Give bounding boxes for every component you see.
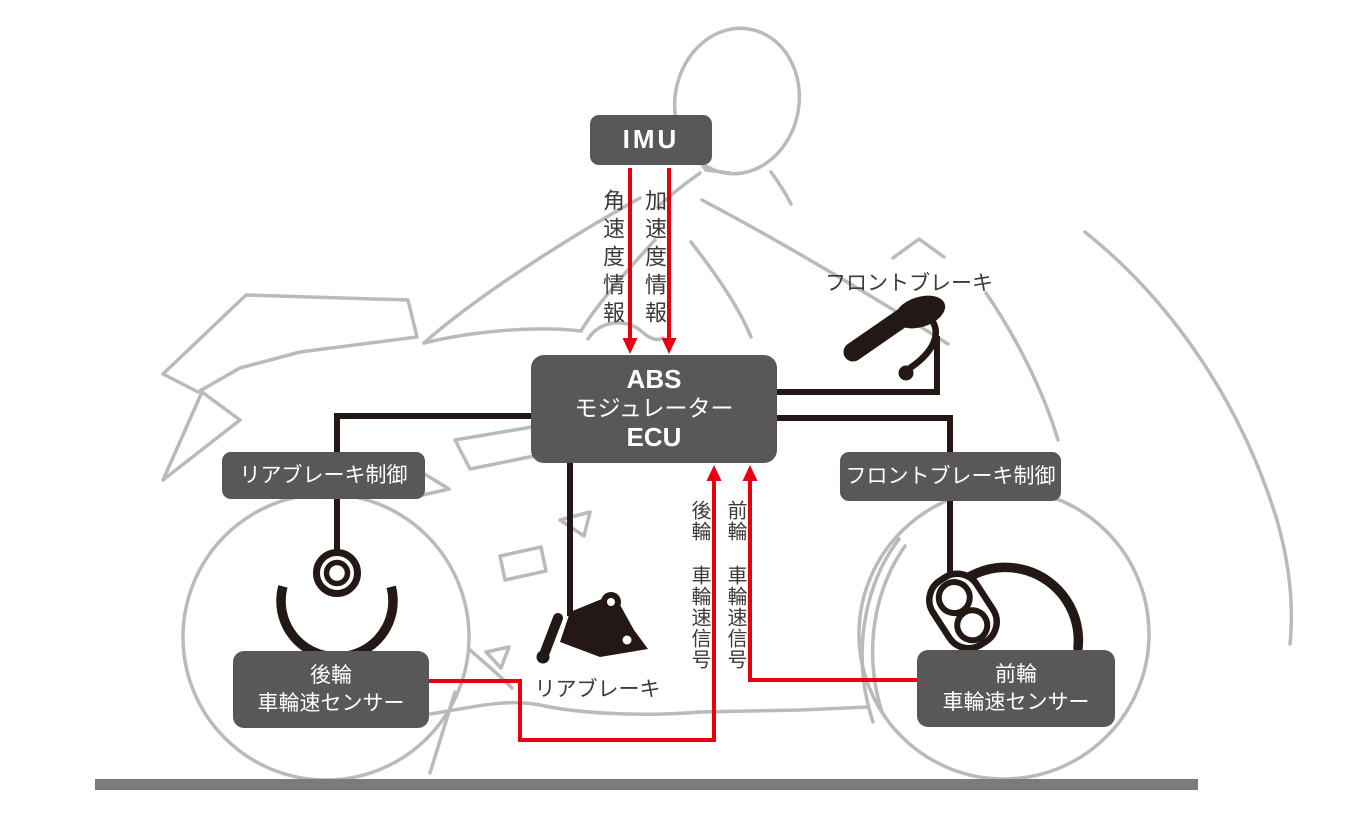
abs-modulator-ecu-box: ABS モジュレーター ECU [531, 355, 777, 463]
rear-wheel-speed-signal-label: 後輪 車輪速信号 [688, 500, 710, 670]
front-brake-label: フロントブレーキ [825, 272, 993, 295]
imu-box: IMU [590, 115, 712, 165]
front-wheel-label: 前輪 [995, 663, 1037, 687]
line-abs-to-front-sensor [777, 415, 953, 584]
rear-brake-control-box: リアブレーキ制御 [222, 452, 425, 499]
black-connections [334, 336, 953, 616]
acceleration-signal-label: 加速度情報 [642, 189, 667, 329]
front-wheel-speed-sensor-box: 前輪 車輪速センサー [917, 650, 1115, 727]
rear-wheel-label: 後輪 [310, 664, 352, 688]
ground-bar [95, 779, 1198, 790]
rear-brake-label: リアブレーキ [534, 678, 661, 701]
front-wheel-speed-signal-label: 前輪 車輪速信号 [724, 500, 746, 670]
line-abs-to-rear-control [334, 413, 531, 553]
line-abs-to-front-lever [777, 336, 940, 395]
rear-wheel-sensor-label: 車輪速センサー [257, 691, 405, 715]
rear-brake-caliper-icon [536, 592, 648, 664]
signal-lines [429, 168, 917, 742]
windscreen-outline [891, 237, 946, 260]
angular-velocity-signal-label: 角速度情報 [600, 189, 625, 329]
rear-brake-control-label: リアブレーキ制御 [239, 463, 408, 487]
rear-hub-sensor-icon [276, 540, 398, 662]
modulator-label: モジュレーター [574, 395, 734, 422]
front-brake-lever-icon [843, 295, 946, 381]
rear-wheel-speed-sensor-box: 後輪 車輪速センサー [233, 651, 429, 728]
rear-wheel-outline [181, 492, 471, 782]
front-sensor-rotor-icon [926, 570, 1000, 652]
abs-label: ABS [626, 364, 682, 395]
front-brake-control-box: フロントブレーキ制御 [840, 452, 1061, 501]
front-wheel-sensor-label: 車輪速センサー [942, 690, 1090, 714]
ecu-label: ECU [626, 421, 682, 452]
arrow-rear-wheel-signal [429, 479, 716, 742]
front-brake-control-label: フロントブレーキ制御 [845, 464, 1056, 488]
signal-arrowheads [622, 338, 758, 481]
tail-cowl-outline [161, 293, 419, 394]
arrow-front-wheel-signal [748, 479, 917, 682]
front-wheel-outline [857, 487, 1151, 781]
imu-label: IMU [622, 124, 680, 155]
